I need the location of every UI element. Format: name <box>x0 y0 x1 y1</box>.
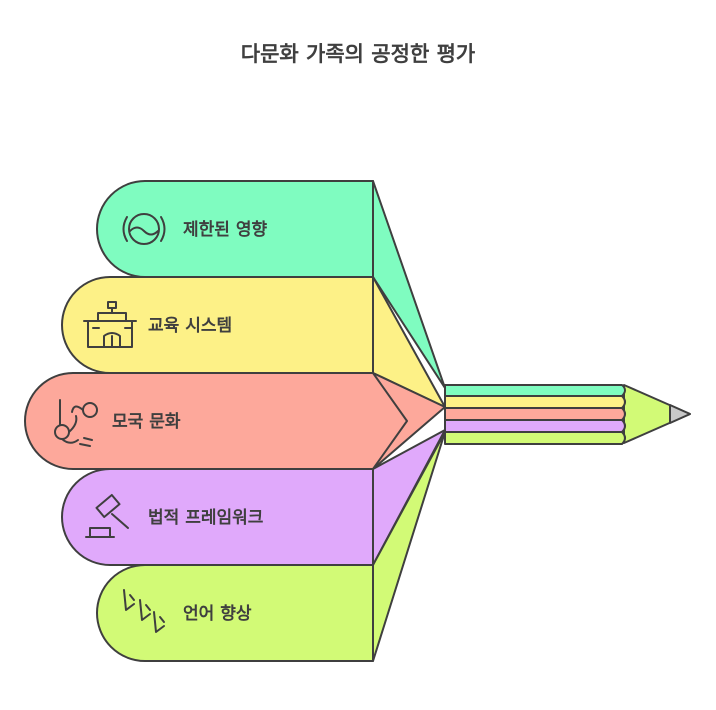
label-limited-impact: 제한된 영향 <box>183 219 267 240</box>
pencil-stripe-green <box>444 384 626 397</box>
sprout-icon <box>123 589 165 633</box>
bowl-icon <box>122 213 166 245</box>
diagram-title: 다문화 가족의 공정한 평가 <box>240 42 476 66</box>
pencil-stripe-lime <box>444 431 626 445</box>
label-education-system: 교육 시스템 <box>148 316 232 336</box>
band-home-culture: 모국 문화 <box>24 372 408 470</box>
pencil-stripe-purple <box>444 419 626 433</box>
label-language-improvement: 언어 향상 <box>183 603 252 624</box>
band-language-improvement: 언어 향상 <box>96 564 374 662</box>
band-legal-framework: 법적 프레임워크 <box>61 468 374 566</box>
plant-vine-icon <box>54 399 98 447</box>
band-education-system: 교육 시스템 <box>61 276 374 374</box>
label-legal-framework: 법적 프레임워크 <box>148 507 264 528</box>
pencil-stripe-yellow <box>444 395 626 409</box>
pencil-graphite-tip <box>669 404 691 424</box>
school-building-icon <box>83 301 137 348</box>
pencil-stripe-red <box>444 407 626 421</box>
band-limited-impact: 제한된 영향 <box>96 180 374 278</box>
label-home-culture: 모국 문화 <box>112 412 181 432</box>
gavel-icon <box>85 493 129 538</box>
